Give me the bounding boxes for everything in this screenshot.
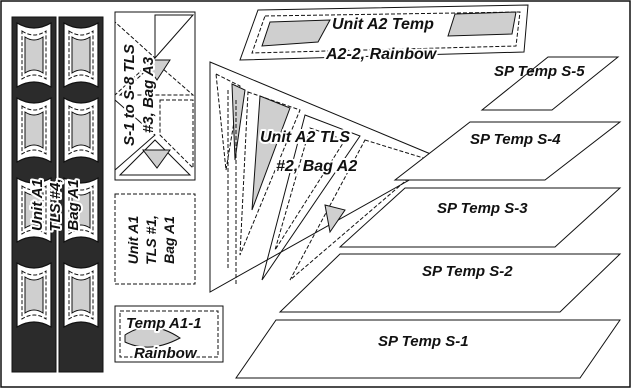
sp-temp-s3-label: SP Temp S-3 bbox=[437, 200, 528, 217]
s1-s8-tls3-pieces bbox=[114, 11, 196, 181]
unit-a1-tls1-label-line1: Unit A1 bbox=[125, 216, 141, 265]
sp-temp-s3-piece bbox=[338, 187, 622, 248]
temp-a1-1-label-line2: Rainbow bbox=[134, 345, 198, 362]
unit-a1-tls4-label-line1: Unit A1 bbox=[29, 179, 46, 231]
unit-a1-tls1-piece bbox=[114, 193, 196, 285]
temp-a1-1-label-line1: Temp A1-1 bbox=[126, 315, 202, 332]
unit-a1-tls4-label: Unit A1 TLS #4, Bag A1 bbox=[27, 176, 84, 233]
sp-temp-s2-label: SP Temp S-2 bbox=[422, 263, 513, 280]
sp-temp-s5-label: SP Temp S-5 bbox=[494, 63, 585, 80]
unit-a1-tls4-strip-right bbox=[58, 16, 104, 373]
s1-s8-label: S-1 to S-8 TLS #3, Bag A3 bbox=[119, 42, 159, 148]
unit-a2-temp-piece bbox=[239, 4, 529, 61]
unit-a1-tls1-label-line3: Bag A1 bbox=[161, 216, 177, 264]
unit-a1-tls4-strip-left bbox=[11, 16, 57, 373]
unit-a2-temp-label-line1: Unit A2 Temp bbox=[332, 16, 434, 33]
sp-temp-s2-piece bbox=[278, 253, 622, 313]
unit-a2-tls2-pieces bbox=[209, 61, 447, 293]
sp-temp-s4-piece bbox=[393, 121, 622, 181]
unit-a2-temp-label-line2: A2-2, Rainbow bbox=[325, 46, 438, 63]
s1-s8-label-line2: #3, Bag A3 bbox=[140, 56, 157, 133]
unit-a2-tls2-label-line2: #2, Bag A2 bbox=[276, 158, 357, 175]
s1-s8-label-line1: S-1 to S-8 TLS bbox=[121, 44, 138, 146]
sp-temp-s1-label: SP Temp S-1 bbox=[378, 333, 469, 350]
sp-temp-s5-piece bbox=[480, 56, 620, 111]
unit-a1-tls4-label-line2: TLS #4, bbox=[47, 178, 64, 231]
sp-temp-s4-label: SP Temp S-4 bbox=[470, 131, 561, 148]
unit-a2-tls2-label-line1: Unit A2 TLS bbox=[260, 129, 350, 146]
unit-a1-tls4-label-line3: Bag A1 bbox=[65, 179, 82, 230]
sp-temp-s1-piece bbox=[235, 319, 621, 379]
unit-a1-tls1-label-line2: TLS #1, bbox=[143, 215, 159, 265]
temp-a1-1-piece bbox=[114, 305, 224, 363]
unit-a1-tls1-label: Unit A1 TLS #1, Bag A1 bbox=[123, 213, 179, 267]
